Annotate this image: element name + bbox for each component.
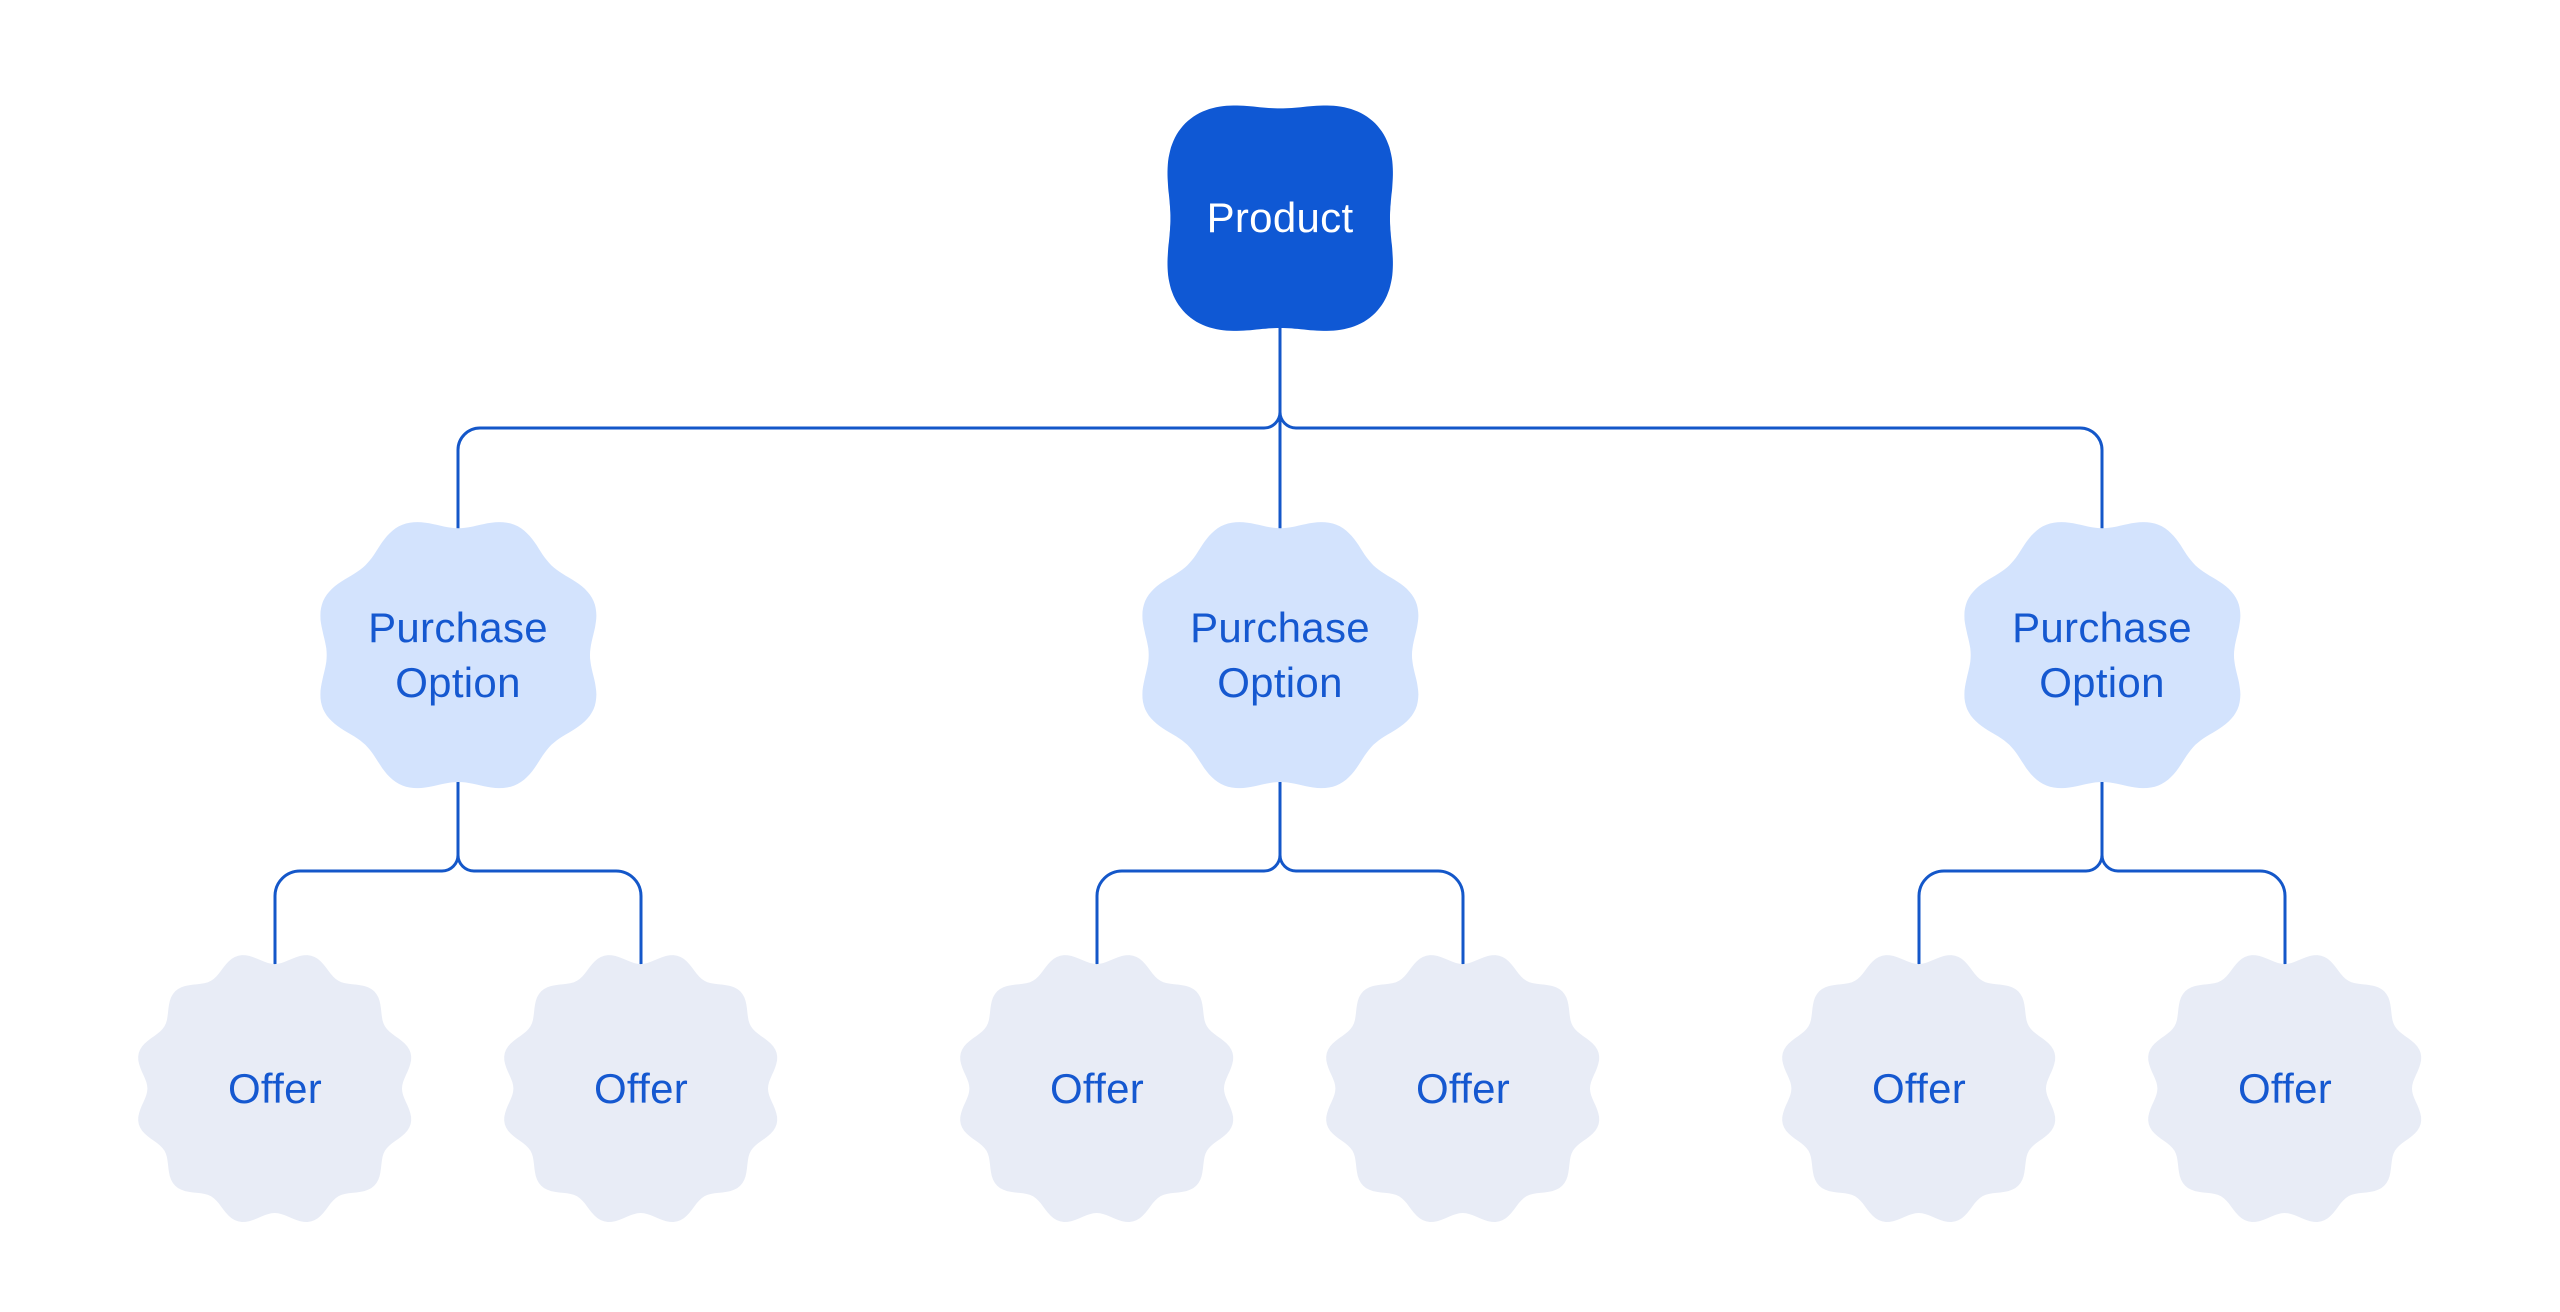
product-node-label: Product	[1206, 194, 1354, 242]
offer-node-label: Offer	[1871, 1065, 1967, 1113]
offer-node-label: Offer	[593, 1065, 689, 1113]
purchase-option-node-label: Purchase Option	[368, 603, 548, 706]
offer-node-label: Offer	[1415, 1065, 1511, 1113]
offer-node-label: Offer	[227, 1065, 323, 1113]
purchase-option-node: Purchase Option	[1134, 514, 1427, 796]
purchase-option-node-label: Purchase Option	[1190, 603, 1370, 706]
offer-node: Offer	[500, 951, 781, 1226]
offer-blob-shape	[138, 955, 412, 1223]
purchase-option-node-label: Purchase Option	[2012, 603, 2192, 706]
offer-blob-shape	[1326, 955, 1600, 1223]
offer-node: Offer	[1778, 951, 2059, 1226]
offer-blob-shape	[1782, 955, 2056, 1223]
offer-node-label: Offer	[2237, 1065, 2333, 1113]
offer-node: Offer	[1322, 951, 1603, 1226]
offer-node: Offer	[956, 951, 1237, 1226]
purchase-option-node: Purchase Option	[1956, 514, 2249, 796]
offer-blob-shape	[504, 955, 778, 1223]
purchase-option-blob-shape	[1142, 521, 1419, 788]
offer-node: Offer	[134, 951, 415, 1226]
connector-path	[273, 324, 2287, 970]
product-blob-shape	[1167, 105, 1393, 331]
purchase-option-blob-shape	[1964, 521, 2241, 788]
offer-blob-shape	[960, 955, 1234, 1223]
offer-blob-shape	[2148, 955, 2422, 1223]
offer-node-label: Offer	[1049, 1065, 1145, 1113]
offer-node: Offer	[2144, 951, 2425, 1226]
product-node: Product	[1146, 84, 1414, 352]
purchase-option-node: Purchase Option	[312, 514, 605, 796]
purchase-option-blob-shape	[320, 521, 597, 788]
